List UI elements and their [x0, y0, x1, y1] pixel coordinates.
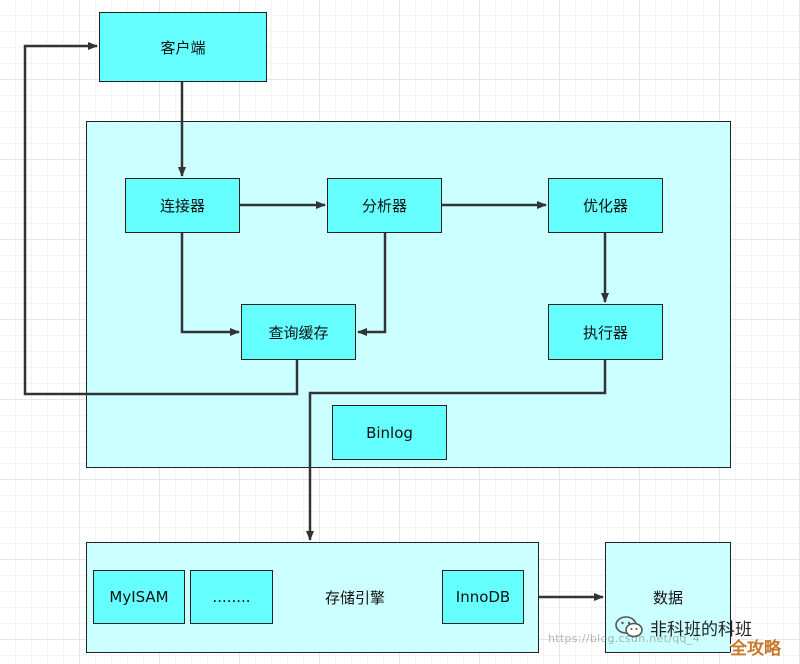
watermark-url: https://blog.csdn.net/qq_4 [548, 632, 700, 645]
connector-node: 连接器 [125, 178, 240, 233]
binlog-node: Binlog [332, 405, 447, 460]
client-node: 客户端 [99, 12, 267, 82]
connector-to-cache-arrow [180, 233, 240, 336]
query-cache-node: 查询缓存 [241, 304, 356, 360]
optimizer-node: 优化器 [548, 178, 663, 233]
myisam-node: MyISAM [93, 570, 185, 624]
data-node: 数据 [605, 542, 731, 653]
executor-node: 执行器 [548, 304, 663, 360]
innodb-node: InnoDB [442, 570, 524, 624]
cache-to-client-arrow [23, 42, 299, 396]
executor-to-storage-arrow [306, 360, 607, 541]
brand-watermark: 非科班的科班 [614, 612, 752, 642]
analyzer-to-cache-arrow [357, 233, 387, 336]
ellipsis-node: ........ [190, 570, 273, 624]
data-label: 数据 [652, 589, 683, 607]
brand-tag: 全攻略 [730, 639, 781, 659]
storage-engine-label: 存储引擎 [324, 588, 385, 607]
wechat-icon [614, 612, 644, 642]
brand-account: 非科班的科班 [650, 619, 752, 640]
analyzer-node: 分析器 [327, 178, 442, 233]
